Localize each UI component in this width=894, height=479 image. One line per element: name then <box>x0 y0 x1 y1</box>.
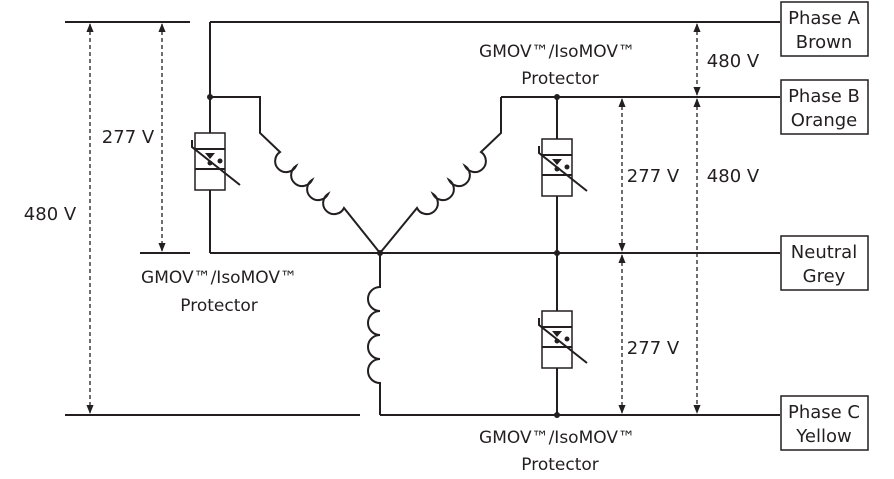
phase-b-name: Phase B <box>788 86 860 107</box>
neutral-name: Neutral <box>791 242 857 263</box>
protector-label-top-line2: Protector <box>521 69 599 89</box>
right-lower-mov-icon <box>538 310 588 369</box>
phase-c-box: Phase C Yellow <box>780 395 869 451</box>
phase-a-color: Brown <box>796 32 853 53</box>
voltage-label-480-left: 480 V <box>24 204 77 225</box>
voltage-label-480-bc: 480 V <box>707 166 760 187</box>
coil-c <box>367 253 381 415</box>
protector-label-left-line1: GMOV™/IsoMOV™ <box>141 268 297 288</box>
neutral-box: Neutral Grey <box>780 235 869 291</box>
coil-a <box>210 96 381 254</box>
phase-c-name: Phase C <box>788 402 860 423</box>
phase-c-color: Yellow <box>795 426 851 447</box>
protector-label-bottom-line1: GMOV™/IsoMOV™ <box>479 428 635 448</box>
voltage-label-480-ab: 480 V <box>707 51 760 72</box>
left-mov-icon <box>191 132 241 191</box>
voltage-label-277-left: 277 V <box>102 127 155 148</box>
voltage-label-277-lower: 277 V <box>627 338 680 359</box>
neutral-color: Grey <box>803 266 846 287</box>
protector-label-left-line2: Protector <box>180 296 258 316</box>
phase-a-name: Phase A <box>788 8 860 29</box>
coil-b <box>379 97 502 254</box>
protector-label-top-line1: GMOV™/IsoMOV™ <box>479 42 635 62</box>
voltage-label-277-upper: 277 V <box>627 166 680 187</box>
right-upper-mov-icon <box>538 138 588 197</box>
phase-b-color: Orange <box>791 110 858 131</box>
protector-label-bottom-line2: Protector <box>521 455 599 475</box>
phase-b-box: Phase B Orange <box>780 79 869 135</box>
phase-a-box: Phase A Brown <box>780 1 869 57</box>
